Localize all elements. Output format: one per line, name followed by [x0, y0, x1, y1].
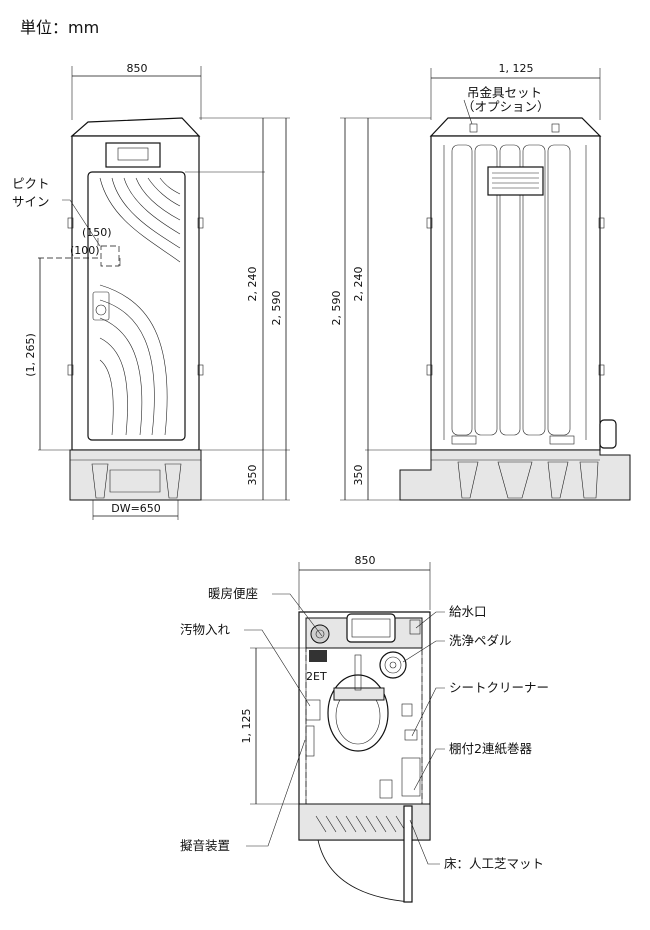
front-base	[69, 449, 202, 501]
plan-width-dim: 850	[355, 554, 376, 567]
front-width-dim: 850	[127, 62, 148, 75]
front-view: 850	[12, 62, 290, 520]
label-heated-seat: 暖房便座	[208, 586, 258, 601]
pict-sign-label-1: ピクト	[12, 176, 50, 191]
unit-label: 単位：mm	[20, 18, 99, 37]
plan-toilet-bowl	[327, 674, 389, 752]
front-roof	[70, 117, 201, 137]
hook-label-1: 吊金具セット	[467, 85, 542, 100]
label-sound-device: 擬音装置	[180, 838, 230, 853]
plan-door-swing	[317, 839, 411, 903]
side-width-dim: 1, 125	[499, 62, 534, 75]
front-p100-dim: (100)	[70, 244, 100, 257]
front-p1265-dim: (1, 265)	[24, 333, 37, 377]
label-water-inlet: 給水口	[449, 604, 487, 619]
plan-door	[403, 805, 413, 903]
side-vent	[487, 166, 544, 196]
side-pipe	[599, 419, 617, 449]
plan-heater	[310, 624, 330, 644]
plan-depth-dim: 1, 125	[240, 709, 253, 744]
front-h2590-dim: 2, 590	[270, 291, 283, 326]
label-waste-bin: 汚物入れ	[180, 622, 231, 637]
side-h2240-dim: 2, 240	[352, 267, 365, 302]
label-flush-pedal: 洗浄ペダル	[449, 633, 512, 648]
front-h350-dim: 350	[246, 465, 259, 486]
side-base	[399, 449, 631, 501]
plan-view: 850 2ET	[180, 554, 549, 903]
plan-flush-pedal	[379, 651, 407, 679]
side-roof	[429, 117, 602, 137]
front-h2240-dim: 2, 240	[246, 267, 259, 302]
pict-sign-label-2: サイン	[12, 194, 50, 209]
front-dw-dim: DW=650	[111, 502, 161, 515]
side-view: 1, 125	[330, 62, 631, 501]
label-paper-holder: 棚付2連紙巻器	[449, 741, 532, 756]
front-sign-box	[105, 142, 161, 168]
label-seat-cleaner: シートクリーナー	[449, 680, 549, 695]
side-h2590-dim: 2, 590	[330, 291, 343, 326]
side-h350-dim: 350	[352, 465, 365, 486]
front-p150-dim: (150)	[82, 226, 112, 239]
front-door	[87, 171, 186, 441]
plan-toilet-code: 2ET	[306, 670, 327, 683]
plan-tank	[346, 613, 396, 643]
pict-sign-box	[100, 245, 120, 267]
hook-label-2: （オプション）	[462, 99, 550, 114]
label-floor: 床：人工芝マット	[444, 856, 544, 871]
